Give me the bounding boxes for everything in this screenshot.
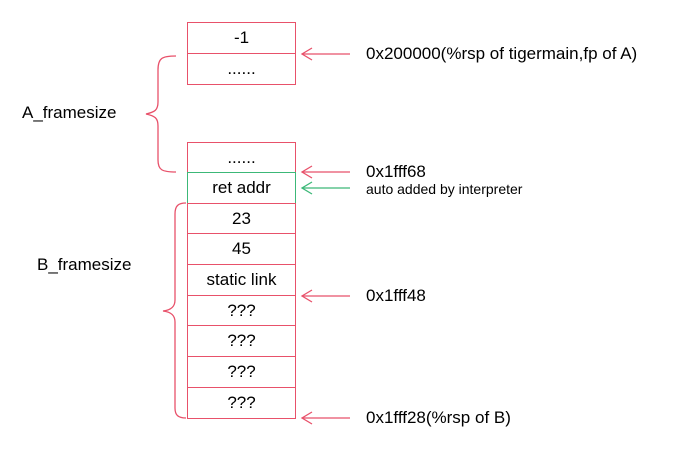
stack-cell-b-6: ??? [187, 387, 296, 419]
stack-cell-a-bottom-0: ...... [187, 142, 296, 173]
stack-cell-a-top-1: ...... [187, 53, 296, 85]
stack-cell-b-4: ??? [187, 325, 296, 357]
stack-cell-b-1: 45 [187, 233, 296, 265]
ret-addr-cell: ret addr [187, 172, 296, 204]
b-frame-brace [162, 202, 187, 419]
addr-68-annotation: 0x1fff68 [366, 162, 426, 181]
a-frame-brace [145, 55, 177, 173]
arrow-rsp-a [300, 47, 350, 61]
a-framesize-label: A_framesize [22, 103, 117, 122]
stack-cell-a-top-0: -1 [187, 22, 296, 54]
auto-added-annotation: auto added by interpreter [366, 181, 523, 197]
b-framesize-label: B_framesize [37, 255, 132, 274]
rsp-a-annotation: 0x200000(%rsp of tigermain,fp of A) [366, 44, 638, 63]
stack-cell-b-5: ??? [187, 356, 296, 388]
arrow-rsp-b [300, 411, 350, 425]
arrow-addr-48 [300, 289, 350, 303]
stack-cell-b-2: static link [187, 264, 296, 296]
stack-cell-b-0: 23 [187, 203, 296, 234]
arrow-auto-added [300, 181, 350, 195]
arrow-addr-68 [300, 165, 350, 179]
stack-cell-b-3: ??? [187, 295, 296, 326]
addr-48-annotation: 0x1fff48 [366, 286, 426, 305]
rsp-b-annotation: 0x1fff28(%rsp of B) [366, 408, 511, 427]
